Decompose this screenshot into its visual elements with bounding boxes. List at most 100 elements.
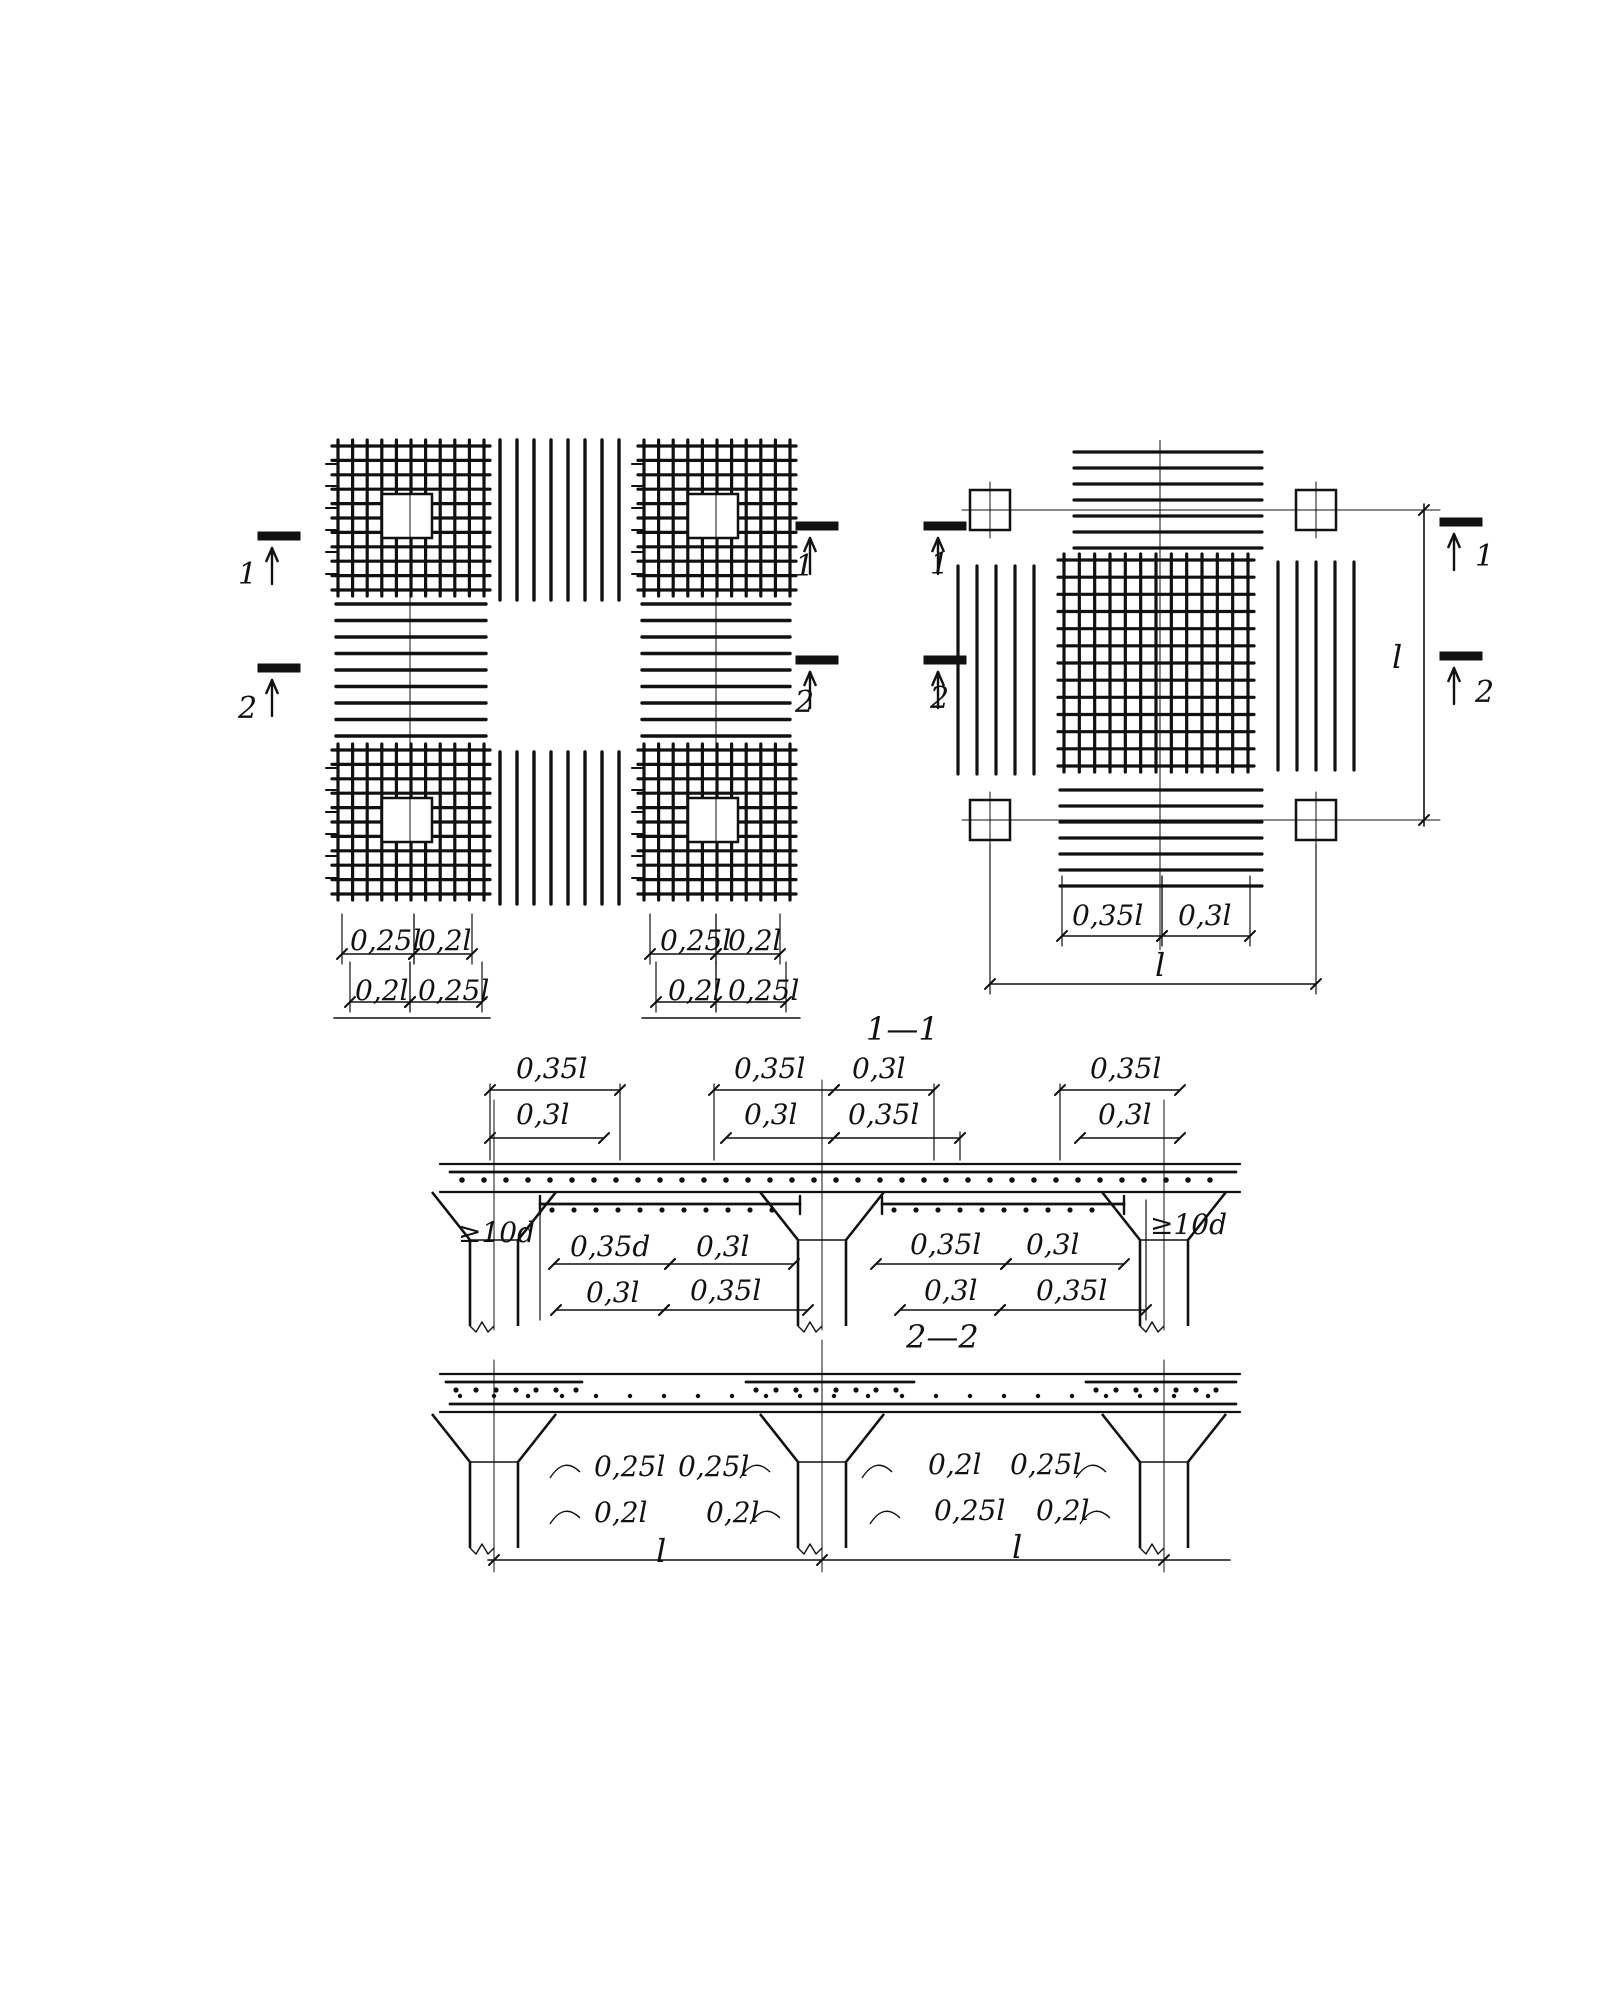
dim-label: 0,35l bbox=[848, 1098, 919, 1131]
bar-dot bbox=[1067, 1207, 1073, 1213]
bar-dot bbox=[635, 1177, 641, 1183]
column-capital-break bbox=[1139, 1543, 1165, 1555]
bar-dot bbox=[457, 1393, 463, 1399]
bar-dot bbox=[1163, 1177, 1169, 1183]
bar-dot bbox=[503, 1177, 509, 1183]
drawing-geometry bbox=[257, 438, 1483, 1573]
dim-label: 0,2l bbox=[706, 1496, 759, 1529]
bar-dot bbox=[1023, 1207, 1029, 1213]
dim-label: 0,3l bbox=[1098, 1098, 1151, 1131]
dim-tick bbox=[658, 1304, 670, 1316]
bar-dot bbox=[553, 1387, 559, 1393]
dim-label: 0,25l bbox=[594, 1450, 665, 1483]
column-capital-break bbox=[469, 1321, 495, 1333]
bar-dot bbox=[547, 1177, 553, 1183]
bar-dot bbox=[1137, 1393, 1143, 1399]
leader-line bbox=[749, 1510, 781, 1525]
bar-dot bbox=[1075, 1177, 1081, 1183]
dim-label: 0,25l bbox=[418, 974, 489, 1007]
dim-label: 0,2l bbox=[728, 924, 781, 957]
bar-dot bbox=[793, 1387, 799, 1393]
bar-dot bbox=[763, 1393, 769, 1399]
bar-dot bbox=[679, 1177, 685, 1183]
dim-tick bbox=[488, 1554, 500, 1566]
column-capital-break bbox=[797, 1543, 823, 1555]
dim-tick bbox=[828, 1132, 840, 1144]
bar-dot bbox=[533, 1387, 539, 1393]
bar-dot bbox=[891, 1207, 897, 1213]
bar-dot bbox=[1207, 1177, 1213, 1183]
dim-label: 0,3l bbox=[696, 1230, 749, 1263]
dim-tick bbox=[816, 1554, 828, 1566]
bar-dot bbox=[933, 1393, 939, 1399]
dim-tick bbox=[1418, 504, 1430, 516]
bar-dot bbox=[1153, 1387, 1159, 1393]
anchor-label-right: ≥10d bbox=[1150, 1208, 1227, 1241]
bar-dot bbox=[659, 1207, 665, 1213]
bar-dot bbox=[593, 1393, 599, 1399]
column-capital-break bbox=[469, 1543, 495, 1555]
right-plan-labels: 1 1 2 2 l 0,35l 0,3l l bbox=[929, 539, 1494, 984]
dim-tick bbox=[598, 1132, 610, 1144]
section-mark-2-bar bbox=[923, 655, 967, 665]
dim-label: 0,2l bbox=[928, 1448, 981, 1481]
section-mark-1-bar bbox=[1439, 517, 1483, 527]
dim-tick bbox=[1158, 1554, 1170, 1566]
span-label: l bbox=[656, 1532, 666, 1570]
bar-dot bbox=[745, 1177, 751, 1183]
column-opening bbox=[686, 492, 740, 540]
section-mark-1-bar bbox=[257, 531, 301, 541]
bar-dot bbox=[921, 1177, 927, 1183]
bar-dot bbox=[853, 1387, 859, 1393]
dim-tick bbox=[720, 1132, 732, 1144]
dim-label: 0,3l bbox=[586, 1276, 639, 1309]
section-mark-1-left: 1 bbox=[930, 547, 949, 582]
bar-dot bbox=[1069, 1393, 1075, 1399]
bar-dot bbox=[1045, 1207, 1051, 1213]
leader-line bbox=[1075, 1464, 1107, 1479]
dim-tick bbox=[1118, 1258, 1130, 1270]
section-mark-1-right: 1 bbox=[1475, 539, 1494, 574]
bar-dot bbox=[525, 1177, 531, 1183]
bar-dot bbox=[513, 1387, 519, 1393]
bar-dot bbox=[569, 1177, 575, 1183]
bar-dot bbox=[1053, 1177, 1059, 1183]
span-label: l bbox=[1012, 1528, 1022, 1566]
bar-dot bbox=[899, 1393, 905, 1399]
bar-dot bbox=[1205, 1393, 1211, 1399]
column-opening bbox=[380, 492, 434, 540]
section-mark-2-arrowhead bbox=[930, 670, 946, 687]
section-mark-1-arrowhead bbox=[802, 536, 818, 553]
bar-dot bbox=[525, 1393, 531, 1399]
dim-tick bbox=[1174, 1084, 1186, 1096]
bar-dot bbox=[571, 1207, 577, 1213]
dim-label: 0,25l bbox=[728, 974, 799, 1007]
dim-tick bbox=[664, 1258, 676, 1270]
bar-dot bbox=[681, 1207, 687, 1213]
dim-label: 0,3l bbox=[924, 1274, 977, 1307]
column-opening bbox=[380, 796, 434, 844]
leader-line bbox=[739, 1464, 771, 1479]
section-mark-1-arrowhead bbox=[1446, 532, 1462, 549]
bar-dot bbox=[1093, 1387, 1099, 1393]
dim-label: 0,25l bbox=[678, 1450, 749, 1483]
bar-dot bbox=[943, 1177, 949, 1183]
dim-tick bbox=[1174, 1132, 1186, 1144]
bar-dot bbox=[615, 1207, 621, 1213]
bar-dot bbox=[813, 1387, 819, 1393]
section-mark-2-arrowhead bbox=[1446, 666, 1462, 683]
dim-label: 0,35l bbox=[734, 1052, 805, 1085]
dim-label: 0,35l bbox=[516, 1052, 587, 1085]
bar-dot bbox=[979, 1207, 985, 1213]
bar-dot bbox=[695, 1393, 701, 1399]
leader-line bbox=[861, 1464, 893, 1479]
bar-dot bbox=[831, 1393, 837, 1399]
bar-dot bbox=[549, 1207, 555, 1213]
bar-dot bbox=[833, 1177, 839, 1183]
section-mark-2-left: 2 bbox=[929, 681, 949, 716]
bar-dot bbox=[1009, 1177, 1015, 1183]
bar-dot bbox=[573, 1387, 579, 1393]
bar-dot bbox=[1097, 1177, 1103, 1183]
section-mark-2-bar bbox=[795, 655, 839, 665]
dim-tick bbox=[788, 1258, 800, 1270]
